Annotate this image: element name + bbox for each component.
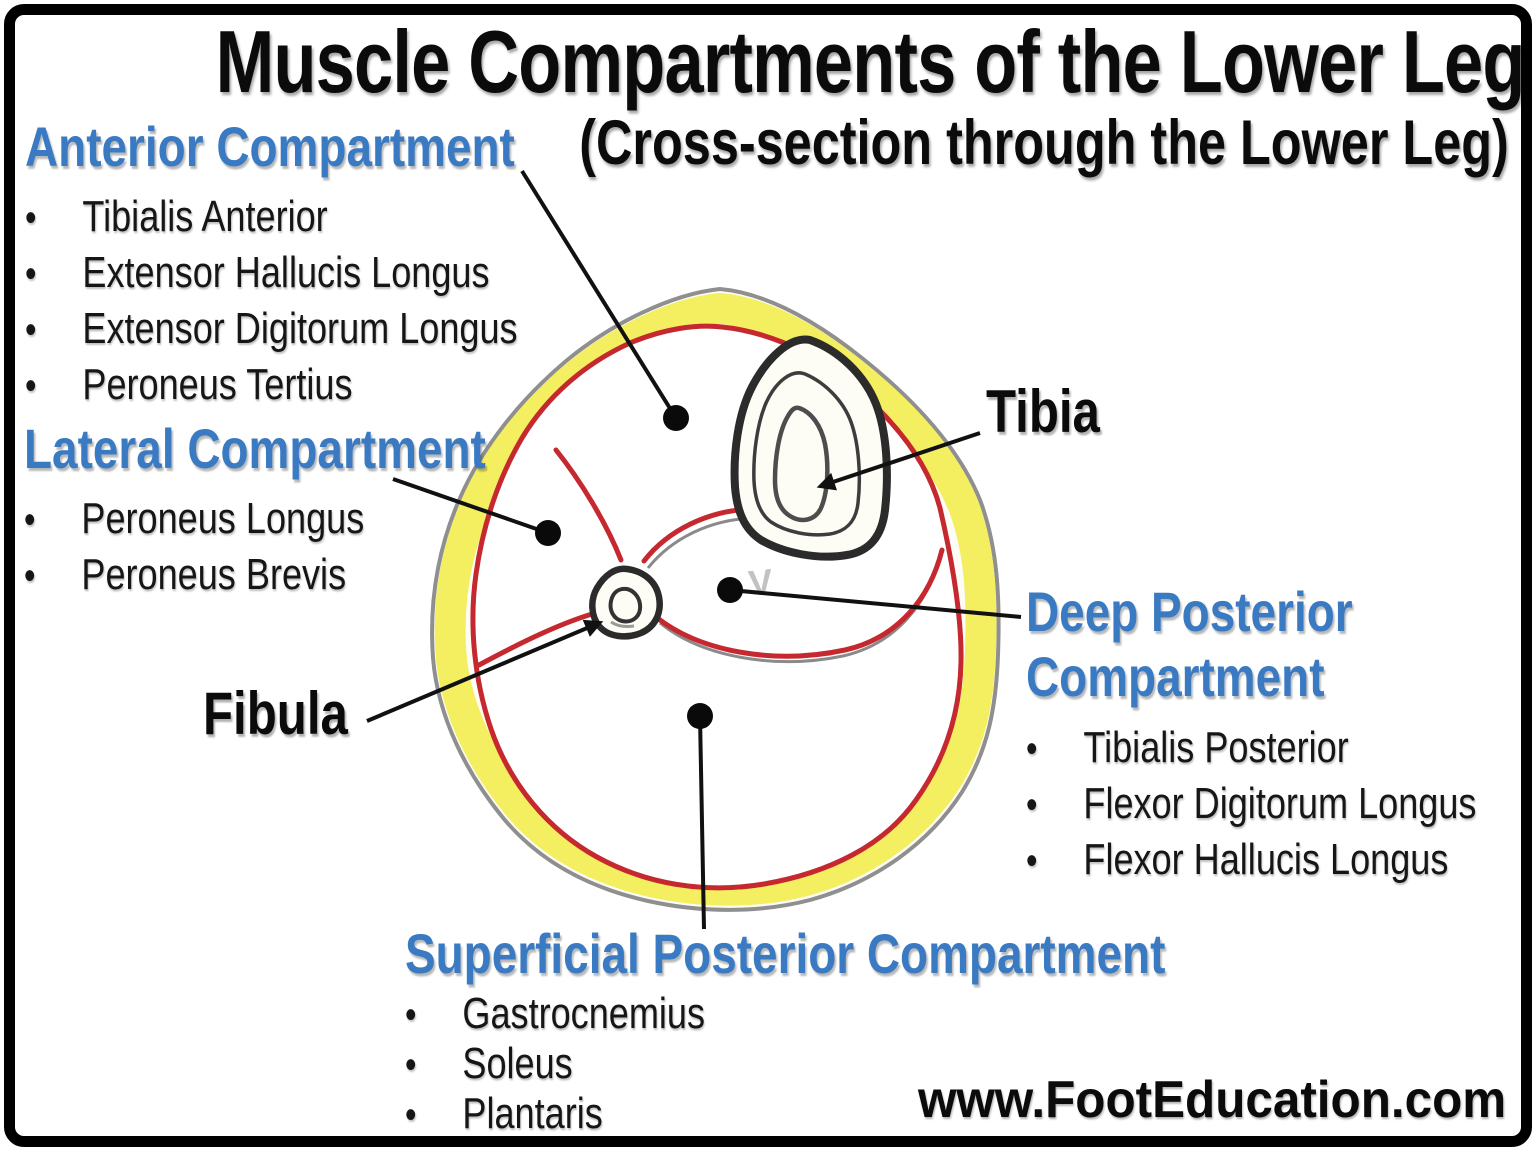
superficial-posterior-leader-line [698, 715, 706, 930]
title-row: Muscle Compartments of the Lower Leg [215, 12, 1526, 111]
muscle-label: Extensor Hallucis Longus [82, 248, 490, 298]
list-item: Flexor Digitorum Longus [1026, 776, 1476, 832]
anterior-compartment-dot [663, 405, 689, 431]
muscle-label: Flexor Hallucis Longus [1083, 834, 1449, 884]
anterior-compartment-heading: Anterior Compartment [25, 115, 515, 178]
list-item: Peroneus Longus [24, 491, 486, 547]
page-subtitle: (Cross-section through the Lower Leg) [579, 108, 1509, 178]
vein-mark: V [747, 561, 775, 604]
lateral-compartment-heading: Lateral Compartment [24, 417, 486, 480]
lateral-compartment-block: Lateral Compartment Peroneus Longus Pero… [24, 420, 587, 603]
deep-superficial-septum [653, 547, 945, 659]
list-item: Flexor Hallucis Longus [1026, 832, 1476, 888]
fibula-marrow-line [608, 586, 643, 624]
list-item: Gastrocnemius [405, 989, 1165, 1039]
list-item: Soleus [405, 1039, 1165, 1089]
muscle-label: Extensor Digitorum Longus [82, 304, 518, 354]
fibula-shading [610, 620, 635, 628]
superficial-posterior-compartment-dot [687, 703, 713, 729]
tibia-cortex-line [752, 371, 862, 537]
list-item: Tibialis Posterior [1026, 720, 1476, 776]
lateral-muscle-list: Peroneus Longus Peroneus Brevis [24, 491, 486, 603]
fibula-arrow [366, 619, 604, 723]
tibia-arrow [816, 431, 981, 491]
list-item: Extensor Digitorum Longus [25, 301, 518, 357]
list-item: Peroneus Brevis [24, 547, 486, 603]
deep-posterior-compartment-block: Deep Posterior Compartment Tibialis Post… [1026, 580, 1536, 888]
list-item: Tibialis Anterior [25, 189, 518, 245]
list-item: Plantaris [405, 1089, 1165, 1139]
watermark-row: www.FootEducation.com [887, 1071, 1506, 1129]
lateral-compartment-dot [535, 520, 561, 546]
muscle-label: Gastrocnemius [462, 989, 706, 1039]
page-title: Muscle Compartments of the Lower Leg [215, 12, 1526, 111]
anterior-muscle-list: Tibialis Anterior Extensor Hallucis Long… [25, 189, 518, 413]
list-item: Extensor Hallucis Longus [25, 245, 518, 301]
deep-posterior-leader-line [729, 588, 1022, 619]
muscle-label: Peroneus Brevis [81, 550, 347, 600]
muscle-label: Soleus [462, 1039, 573, 1089]
lateral-posterior-septum [476, 609, 602, 668]
fibula-label: Fibula [203, 680, 348, 747]
fibula-bone [589, 565, 663, 640]
watermark: www.FootEducation.com [917, 1071, 1506, 1129]
anterior-lateral-septum [553, 447, 624, 563]
tibia-label-block: Tibia [986, 382, 1125, 442]
list-item: Peroneus Tertius [25, 357, 518, 413]
muscle-label: Tibialis Anterior [82, 192, 328, 242]
muscle-label: Peroneus Longus [81, 494, 365, 544]
deep-posterior-compartment-heading: Deep Posterior Compartment [1026, 580, 1353, 708]
anterior-compartment-block: Anterior Compartment Tibialis Anterior E… [25, 118, 626, 413]
muscle-label: Tibialis Posterior [1083, 722, 1349, 772]
anterior-leader-line [520, 169, 678, 420]
deep-posterior-compartment-dot [717, 577, 743, 603]
superficial-posterior-compartment-block: Superficial Posterior Compartment Gastro… [405, 925, 1332, 1139]
fibula-label-block: Fibula [203, 684, 380, 744]
tibia-marrow-line [772, 405, 830, 523]
muscle-label: Peroneus Tertius [82, 360, 353, 410]
superficial-posterior-muscle-list: Gastrocnemius Soleus Plantaris [405, 989, 1165, 1139]
subtitle-row: (Cross-section through the Lower Leg) [565, 112, 1523, 175]
muscle-label: Plantaris [462, 1089, 603, 1139]
muscle-label: Flexor Digitorum Longus [1083, 778, 1477, 828]
tibia-label: Tibia [986, 378, 1100, 445]
deep-posterior-muscle-list: Tibialis Posterior Flexor Digitorum Long… [1026, 720, 1476, 888]
superficial-posterior-compartment-heading: Superficial Posterior Compartment [405, 922, 1166, 985]
